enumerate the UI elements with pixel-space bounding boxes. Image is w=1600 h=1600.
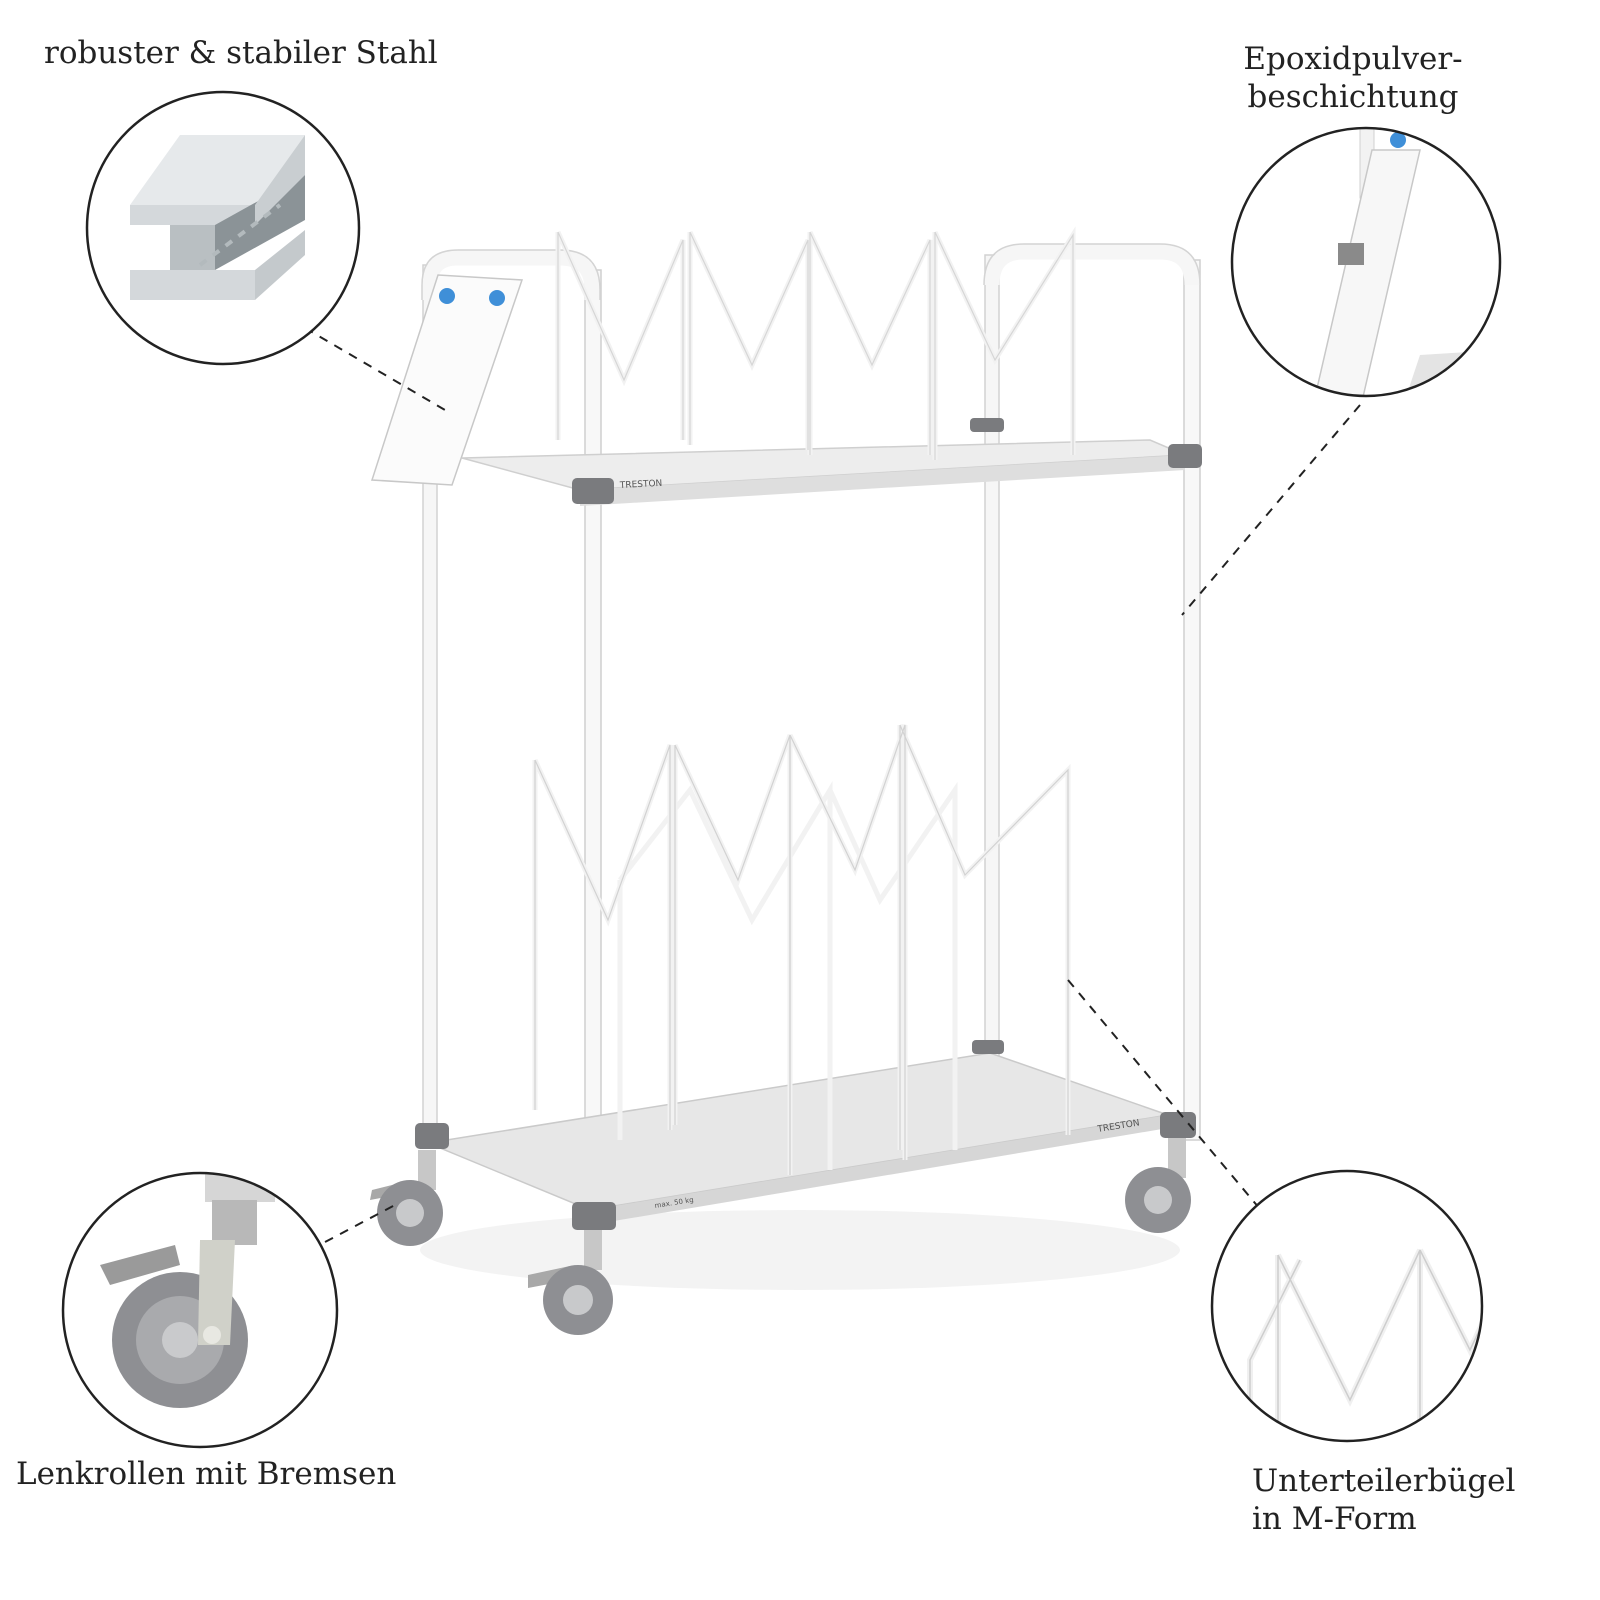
feature-label-coating-line1: Epoxidpulver-: [1243, 41, 1463, 77]
callout-line-dividers: [1067, 979, 1266, 1216]
shelf-connectors: [415, 418, 1202, 1230]
feature-label-casters: Lenkrollen mit Bremsen: [16, 1455, 396, 1493]
detail-steel-beam: [85, 90, 361, 366]
feature-label-steel: robuster & stabiler Stahl: [44, 34, 438, 72]
left-handle: [422, 250, 600, 300]
detail-m-divider: [1210, 1169, 1484, 1443]
clipboard-pin-left: [439, 288, 455, 304]
caster-rear-left: [370, 1150, 443, 1246]
right-handle-edge: [983, 243, 1201, 286]
detail-caster: [61, 1171, 339, 1449]
feature-label-dividers: Unterteilerbügel in M-Form: [1252, 1462, 1515, 1538]
caster-front-right: [1125, 1138, 1191, 1233]
caster-front-left: [528, 1230, 613, 1335]
clipboard-plate: [370, 274, 524, 486]
left-handle-edge: [421, 249, 601, 300]
lower-shelf-front: [590, 1115, 1168, 1225]
detail-coating: [1230, 126, 1502, 398]
rear-right-post: [984, 254, 1000, 1066]
callout-line-coating: [1181, 404, 1361, 616]
brand-label-upper: TRESTON: [619, 479, 663, 491]
feature-label-dividers-line1: Unterteilerbügel: [1252, 1463, 1516, 1499]
feature-label-casters-text: Lenkrollen mit Bremsen: [16, 1456, 397, 1492]
feature-label-steel-text: robuster & stabiler Stahl: [44, 35, 438, 71]
right-handle: [984, 244, 1200, 286]
clipboard-pin-right: [489, 290, 505, 306]
front-right-post: [1183, 259, 1201, 1141]
feature-label-coating: Epoxidpulver- beschichtung: [1243, 40, 1463, 116]
front-left-post: [584, 269, 602, 1211]
feature-label-coating-line2: beschichtung: [1247, 79, 1459, 115]
feature-label-dividers-line2: in M-Form: [1252, 1501, 1417, 1537]
callout-lines: [304, 327, 1361, 1251]
upper-shelf-front: [580, 455, 1185, 506]
wire-cart: TRESTON TRESTON max. 50 kg: [370, 226, 1202, 1335]
